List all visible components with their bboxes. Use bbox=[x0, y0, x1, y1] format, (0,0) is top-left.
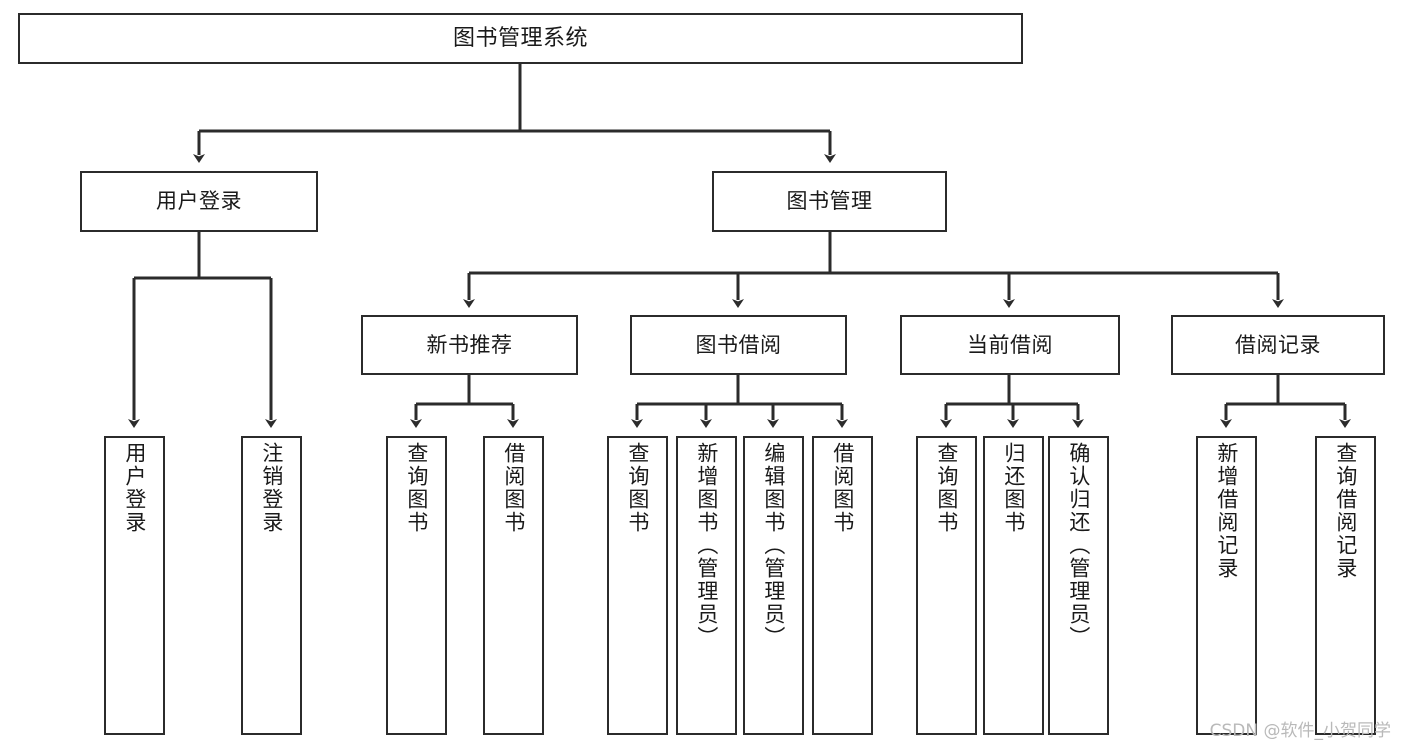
node-leaf-borrow-borrow-book[interactable]: 借阅图书 bbox=[812, 436, 873, 735]
node-leaf-newbook-query-book[interactable]: 查询图书 bbox=[386, 436, 447, 735]
node-label: 编辑图书（管理员） bbox=[761, 442, 786, 649]
node-leaf-borrow-edit-book[interactable]: 编辑图书（管理员） bbox=[743, 436, 804, 735]
node-leaf-newbook-borrow-book[interactable]: 借阅图书 bbox=[483, 436, 544, 735]
node-leaf-current-confirm-return[interactable]: 确认归还（管理员） bbox=[1048, 436, 1109, 735]
node-label: 图书管理系统 bbox=[452, 25, 588, 51]
node-leaf-current-query-book[interactable]: 查询图书 bbox=[916, 436, 977, 735]
node-label: 用户登录 bbox=[122, 442, 147, 534]
node-label: 新书推荐 bbox=[426, 332, 513, 357]
node-label: 注销登录 bbox=[259, 442, 284, 534]
node-label: 查询图书 bbox=[404, 442, 429, 534]
node-user-login[interactable]: 用户登录 bbox=[80, 171, 318, 232]
node-leaf-logout[interactable]: 注销登录 bbox=[241, 436, 302, 735]
node-root-system[interactable]: 图书管理系统 bbox=[18, 13, 1023, 64]
node-label: 确认归还（管理员） bbox=[1066, 442, 1091, 649]
node-label: 用户登录 bbox=[156, 189, 242, 214]
csdn-watermark: CSDN @软件_小贺同学 bbox=[1209, 721, 1391, 741]
node-label: 图书借阅 bbox=[695, 332, 782, 357]
node-leaf-current-return-book[interactable]: 归还图书 bbox=[983, 436, 1044, 735]
node-leaf-borrow-query-book[interactable]: 查询图书 bbox=[607, 436, 668, 735]
node-label: 新增图书（管理员） bbox=[694, 442, 719, 649]
node-label: 图书管理 bbox=[786, 189, 873, 214]
node-label: 查询图书 bbox=[625, 442, 650, 534]
node-label: 查询图书 bbox=[934, 442, 959, 534]
node-new-book-recommend[interactable]: 新书推荐 bbox=[361, 315, 578, 375]
node-book-borrow[interactable]: 图书借阅 bbox=[630, 315, 847, 375]
node-borrow-record[interactable]: 借阅记录 bbox=[1171, 315, 1385, 375]
node-current-borrow[interactable]: 当前借阅 bbox=[900, 315, 1120, 375]
node-label: 借阅图书 bbox=[501, 442, 526, 534]
node-label: 归还图书 bbox=[1001, 442, 1026, 534]
node-label: 当前借阅 bbox=[967, 332, 1053, 357]
node-leaf-borrow-add-book[interactable]: 新增图书（管理员） bbox=[676, 436, 737, 735]
node-leaf-record-query[interactable]: 查询借阅记录 bbox=[1315, 436, 1376, 735]
node-label: 查询借阅记录 bbox=[1333, 442, 1358, 580]
node-label: 借阅记录 bbox=[1235, 332, 1321, 357]
node-label: 新增借阅记录 bbox=[1214, 442, 1239, 580]
node-leaf-record-add[interactable]: 新增借阅记录 bbox=[1196, 436, 1257, 735]
node-book-management[interactable]: 图书管理 bbox=[712, 171, 947, 232]
node-label: 借阅图书 bbox=[830, 442, 855, 534]
node-leaf-user-login[interactable]: 用户登录 bbox=[104, 436, 165, 735]
